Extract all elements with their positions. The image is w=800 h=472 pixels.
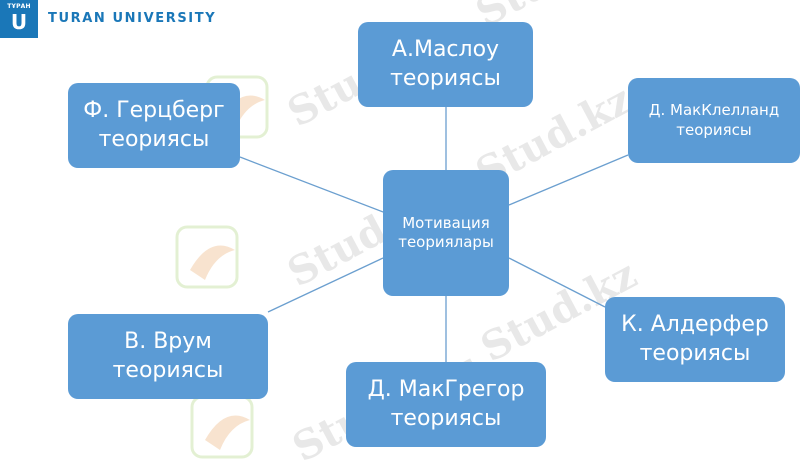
node-alderfer-line2: теориясы <box>639 340 751 366</box>
node-herzberg-line1: Ф. Герцберг <box>83 97 225 123</box>
node-vroom-line1: В. Врум <box>124 328 212 354</box>
node-herzberg-theory: Ф. Герцберг теориясы <box>68 83 240 168</box>
node-mcgregor-theory: Д. МакГрегор теориясы <box>346 362 546 447</box>
node-mcclelland-line2: теориясы <box>676 120 752 139</box>
connector-herzberg <box>239 156 384 213</box>
node-vroom-theory: В. Врум теориясы <box>68 314 268 399</box>
node-herzberg-line2: теориясы <box>98 126 210 152</box>
node-maslow-theory: А.Маслоу теориясы <box>358 22 533 107</box>
center-node-line1: Мотивация <box>402 213 490 232</box>
center-node-line2: теориялары <box>398 233 494 251</box>
connector-vroom <box>267 257 384 313</box>
diagram-connectors <box>239 107 629 362</box>
node-vroom-line2: теориясы <box>112 357 224 383</box>
university-logo: ТҰРАН U <box>0 0 38 38</box>
node-alderfer-theory: К. Алдерфер теориясы <box>605 297 785 382</box>
node-maslow-line1: А.Маслоу <box>391 36 500 62</box>
logo-caption: ТҰРАН <box>7 3 31 10</box>
center-node-motivation-theories: Мотивация теориялары <box>383 170 509 296</box>
node-maslow-line2: теориясы <box>390 65 501 91</box>
node-mcclelland-line1: Д. МакКлелланд <box>648 101 780 119</box>
connector-mcclelland <box>508 154 629 206</box>
node-mcgregor-line2: теориясы <box>390 405 502 431</box>
node-alderfer-line1: К. Алдерфер <box>621 311 769 337</box>
university-name: TURAN UNIVERSITY <box>48 11 217 26</box>
connector-alderfer <box>508 257 606 308</box>
logo-letter: U <box>10 10 28 34</box>
node-mcgregor-line1: Д. МакГрегор <box>367 376 525 402</box>
node-mcclelland-theory: Д. МакКлелланд теориясы <box>628 78 800 163</box>
